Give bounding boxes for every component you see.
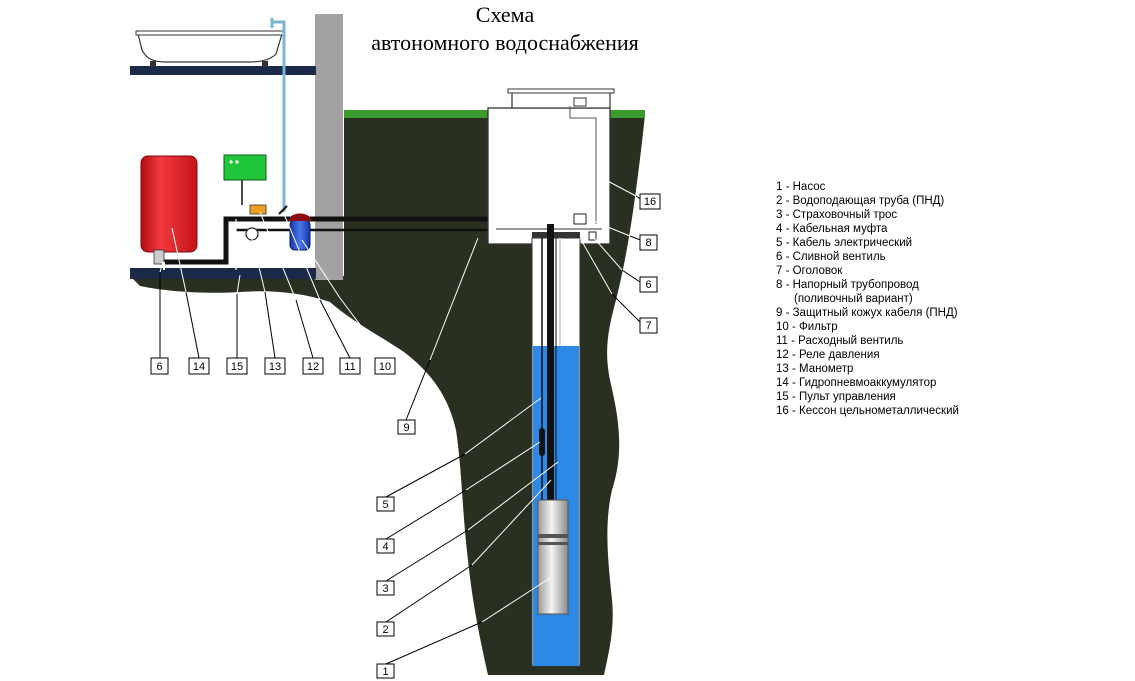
legend-item: 16 - Кессон цельнометаллический [776,405,959,417]
filter [289,213,311,251]
bathtub [135,30,285,67]
callout-4-label: 4 [382,541,388,553]
riser-pipe [272,20,286,212]
callout-7-label: 7 [645,320,651,332]
callout-6-right-label: 6 [645,279,651,291]
callout-2: 2 [376,621,395,637]
legend-item: 9 - Защитный кожух кабеля (ПНД) [776,307,958,319]
well-head [532,232,580,238]
callout-3-label: 3 [382,583,388,595]
callout-8-label: 8 [645,237,651,249]
supply-pipe [160,216,584,265]
legend-item: 8 - Напорный трубопровод [776,279,919,291]
control-panel [223,154,267,205]
callout-9-label: 9 [403,422,409,434]
legend-item: (поливочный вариант) [794,293,913,305]
callout-15: 15 [226,357,248,375]
callout-6-left: 6 [150,357,169,375]
callout-9: 9 [397,419,416,435]
callout-8: 8 [639,234,658,251]
callout-6-left-label: 6 [156,361,162,373]
callout-5-label: 5 [382,499,388,511]
diagram-title-line2: автономного водоснабжения [371,30,639,55]
callout-7: 7 [639,317,658,334]
callout-13: 13 [264,357,286,375]
legend-item: 12 - Реле давления [776,349,880,361]
pressure-relay [249,204,267,215]
callout-6-right: 6 [639,276,658,293]
callout-16-label: 16 [644,196,656,208]
legend-item: 4 - Кабельная муфта [776,223,888,235]
legend-item: 13 - Манометр [776,363,854,375]
basement-wiring [235,204,316,270]
house-wall [315,14,343,280]
callout-13-label: 13 [269,361,281,373]
callout-5: 5 [376,496,395,512]
legend: 1 - Насос 2 - Водоподающая труба (ПНД) 3… [776,180,959,418]
legend-item: 14 - Гидропневмоаккумулятор [776,377,937,389]
callout-10: 10 [374,357,396,375]
callout-16: 16 [639,193,661,210]
diagram-title-line1: Схема [475,2,535,27]
callout-15-label: 15 [231,361,243,373]
legend-item: 15 - Пульт управления [776,391,896,403]
callout-3: 3 [376,580,395,596]
legend-item: 5 - Кабель электрический [776,237,913,249]
callout-14: 14 [188,357,210,375]
callout-1: 1 [376,663,395,679]
hydro-accumulator-tank [140,155,198,265]
callout-14-label: 14 [193,361,205,373]
callout-11-label: 11 [344,361,355,373]
legend-item: 7 - Оголовок [776,265,843,277]
legend-item: 2 - Водоподающая труба (ПНД) [776,195,945,207]
upper-floor [130,66,316,75]
soil [130,114,645,675]
callout-2-label: 2 [382,624,388,636]
legend-item: 11 - Расходный вентиль [776,335,904,347]
callout-4: 4 [376,538,395,554]
callout-11: 11 [339,357,361,375]
pressure-pipeline-fitting [573,213,587,225]
caisson [487,88,615,245]
legend-item: 1 - Насос [776,181,826,193]
drain-valve-caisson [588,231,597,241]
submersible-pump [537,499,569,615]
callout-12: 12 [302,357,324,375]
water-riser-pipe [547,224,554,502]
basement-floor [130,268,316,279]
legend-item: 10 - Фильтр [776,321,838,333]
legend-item: 6 - Сливной вентиль [776,251,886,263]
callout-10-label: 10 [379,361,391,373]
callout-12-label: 12 [307,361,319,373]
cable-coupling [539,428,545,456]
callout-1-label: 1 [382,666,388,678]
consumption-valve [278,205,288,215]
legend-item: 3 - Страховочный трос [776,209,898,221]
